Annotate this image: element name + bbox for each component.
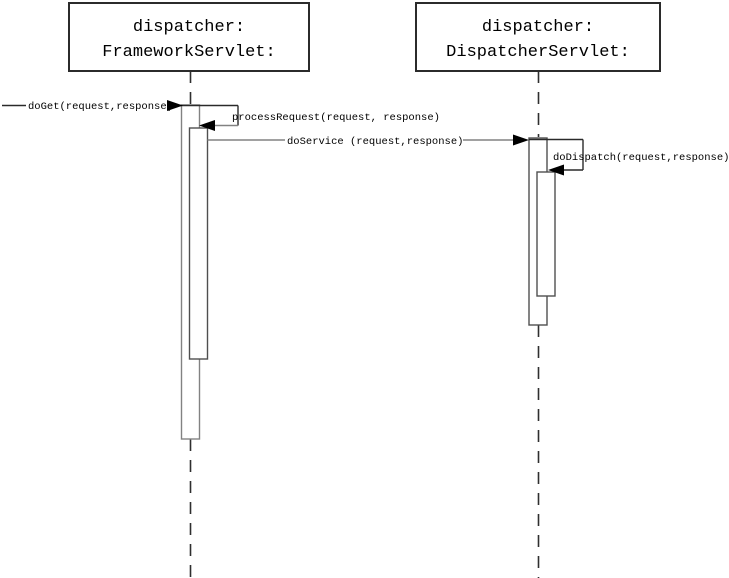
- arrowhead-left-icon: [548, 164, 564, 176]
- arrowhead-left-icon: [199, 120, 215, 131]
- object-box-frame: [415, 2, 661, 72]
- object-box-frameworkservlet: dispatcher: FrameworkServlet:: [68, 2, 310, 72]
- object-title-line2: DispatcherServlet:: [446, 43, 630, 62]
- activation-bar-dispatcher-nested: [536, 171, 556, 297]
- label-mask: [285, 133, 463, 147]
- message-label: processRequest(request, response): [232, 112, 440, 124]
- message-label: doGet(request,response): [28, 101, 173, 113]
- message-doservice: doService (request,response): [207, 133, 529, 148]
- object-title-line1: dispatcher:: [482, 18, 594, 37]
- message-label: doDispatch(request,response): [553, 152, 729, 164]
- message-dodispatch-selfcall: doDispatch(request,response): [529, 138, 729, 176]
- object-title-line1: dispatcher:: [133, 18, 245, 37]
- message-processrequest-selfcall: processRequest(request, response): [199, 105, 440, 131]
- message-label: doService (request,response): [287, 136, 463, 148]
- object-title-line2: FrameworkServlet:: [102, 43, 275, 62]
- label-mask: [26, 98, 172, 112]
- object-box-frame: [68, 2, 310, 72]
- arrowhead-right-icon: [513, 134, 529, 146]
- arrowhead-right-icon: [167, 100, 183, 111]
- object-box-dispatcherservlet: dispatcher: DispatcherServlet:: [415, 2, 661, 72]
- message-doget: doGet(request,response): [2, 98, 238, 113]
- activation-bar-framework-nested: [188, 127, 209, 360]
